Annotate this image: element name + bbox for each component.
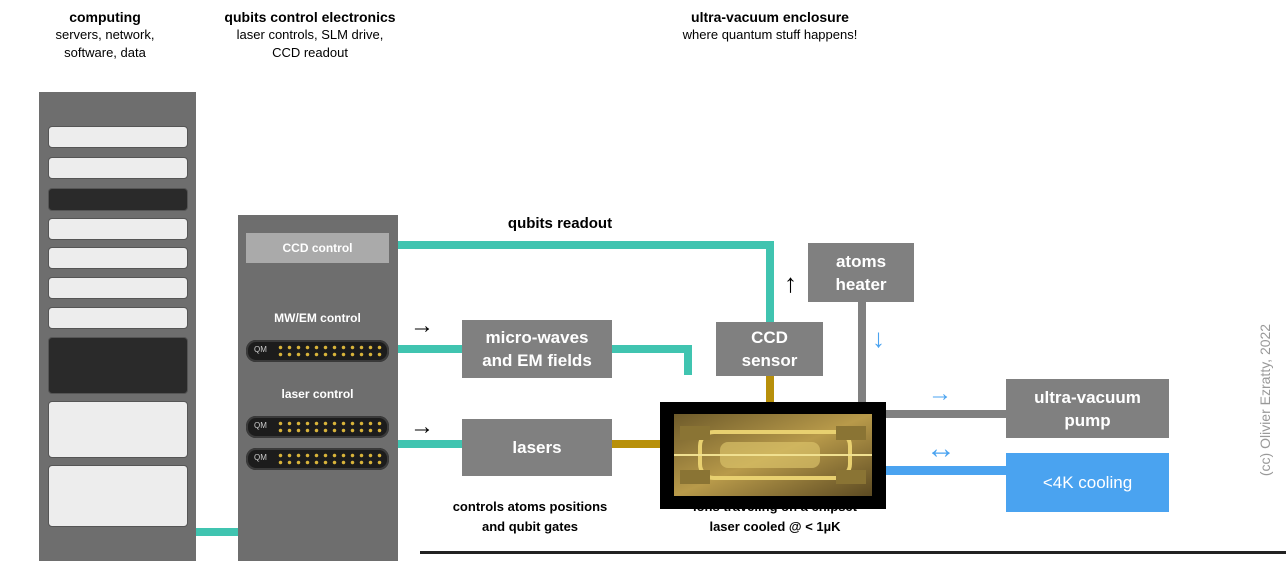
laser-connector-1-pins [276,420,386,434]
laser-connector-2-pins [276,452,386,466]
controls-caption-line-2: and qubit gates [481,519,579,534]
laser-connector-1: QM [246,416,389,438]
arrow-right-laser: → [410,413,434,440]
microwaves-line-2: and EM fields [482,351,592,370]
server-unit-7 [48,307,188,329]
wire-ccd-to-chip [766,373,774,403]
vacuum-pump-line-2: pump [1064,410,1111,430]
laser-control-label: laser control [281,387,354,401]
header-electronics-line-2: CCD readout [272,45,348,60]
ccd-control-bar [246,233,389,263]
server-unit-5 [48,247,188,269]
header-electronics: qubits control electronics laser control… [205,8,415,62]
header-computing-line-2: software, data [64,45,146,60]
header-enclosure: ultra-vacuum enclosure where quantum stu… [620,8,920,44]
ccd-sensor-line-2: sensor [741,351,798,370]
qubits-readout-label: qubits readout [507,215,613,232]
control-electronics-panel: CCD control MW/EM control QM laser contr… [238,215,398,561]
wire-rack-to-panel [196,528,240,536]
wire-chip-to-cooling [885,466,1007,475]
server-unit-3 [48,188,188,211]
atoms-heater-box: atoms heater [808,243,914,302]
ion-trap-chip-graphic [674,414,872,496]
server-unit-8 [48,337,188,394]
controls-caption: controls atoms positions and qubit gates [430,497,630,537]
ccd-control-label: CCD control [282,241,353,255]
mw-connector-qm-label: QM [254,345,267,354]
arrow-up-readout: ↑ [784,268,797,298]
microwaves-line-1: micro-waves [485,328,589,347]
laser-connector-1-qm-label: QM [254,421,267,430]
cooling-box: <4K cooling [1006,453,1169,512]
arrow-right-mw: → [410,312,434,339]
wire-chip-to-pump [885,410,1007,418]
server-unit-9 [48,401,188,458]
server-unit-2 [48,157,188,179]
ccd-sensor-box: CCD sensor [716,322,823,376]
atoms-heater-line-1: atoms [835,251,887,271]
ccd-sensor-line-1: CCD [751,328,788,347]
mw-control-label: MW/EM control [274,311,361,325]
wire-laser-to-lasers [396,440,462,448]
lasers-box: lasers [462,419,612,476]
chip-caption-line-1: ions traveling on a chipset [693,499,857,514]
arrow-both-cooling: ↔ [926,432,956,465]
mw-connector: QM [246,340,389,362]
ion-trap-chip [660,402,886,509]
server-unit-10 [48,465,188,527]
laser-connector-2-qm-label: QM [254,453,267,462]
wire-heater-to-chip [858,300,866,402]
wire-lasers-to-chip [612,440,660,448]
wire-readout-vertical [766,241,774,323]
chip-caption-line-2: laser cooled @ < 1µK [709,519,841,534]
server-unit-4 [48,218,188,240]
laser-connector-2: QM [246,448,389,470]
microwaves-box: micro-waves and EM fields [462,320,612,378]
cooling-label: <4K cooling [1042,473,1133,492]
header-electronics-title: qubits control electronics [224,9,396,25]
vacuum-pump-box: ultra-vacuum pump [1006,379,1169,438]
header-computing-line-1: servers, network, [55,27,155,42]
server-unit-1 [48,126,188,148]
header-computing: computing servers, network, software, da… [30,8,180,62]
header-computing-title: computing [69,9,141,25]
lasers-label: lasers [512,438,562,457]
controls-caption-line-1: controls atoms positions [452,499,608,514]
server-unit-6 [48,277,188,299]
chip-caption: ions traveling on a chipset laser cooled… [665,497,885,537]
header-enclosure-line-1: where quantum stuff happens! [682,27,858,42]
wire-readout-horizontal [396,241,774,249]
header-enclosure-title: ultra-vacuum enclosure [691,9,849,25]
mw-connector-pins [276,344,386,358]
baseline [420,551,1286,554]
header-electronics-line-1: laser controls, SLM drive, [236,27,384,42]
arrow-right-pump: → [928,380,952,407]
server-rack [39,92,196,561]
credit-label: (cc) Olivier Ezratty, 2022 [1257,323,1273,477]
arrow-down-heater: ↓ [872,323,885,353]
atoms-heater-line-2: heater [835,274,887,294]
wire-mw-vertical [684,345,692,375]
vacuum-pump-line-1: ultra-vacuum [1034,387,1141,407]
